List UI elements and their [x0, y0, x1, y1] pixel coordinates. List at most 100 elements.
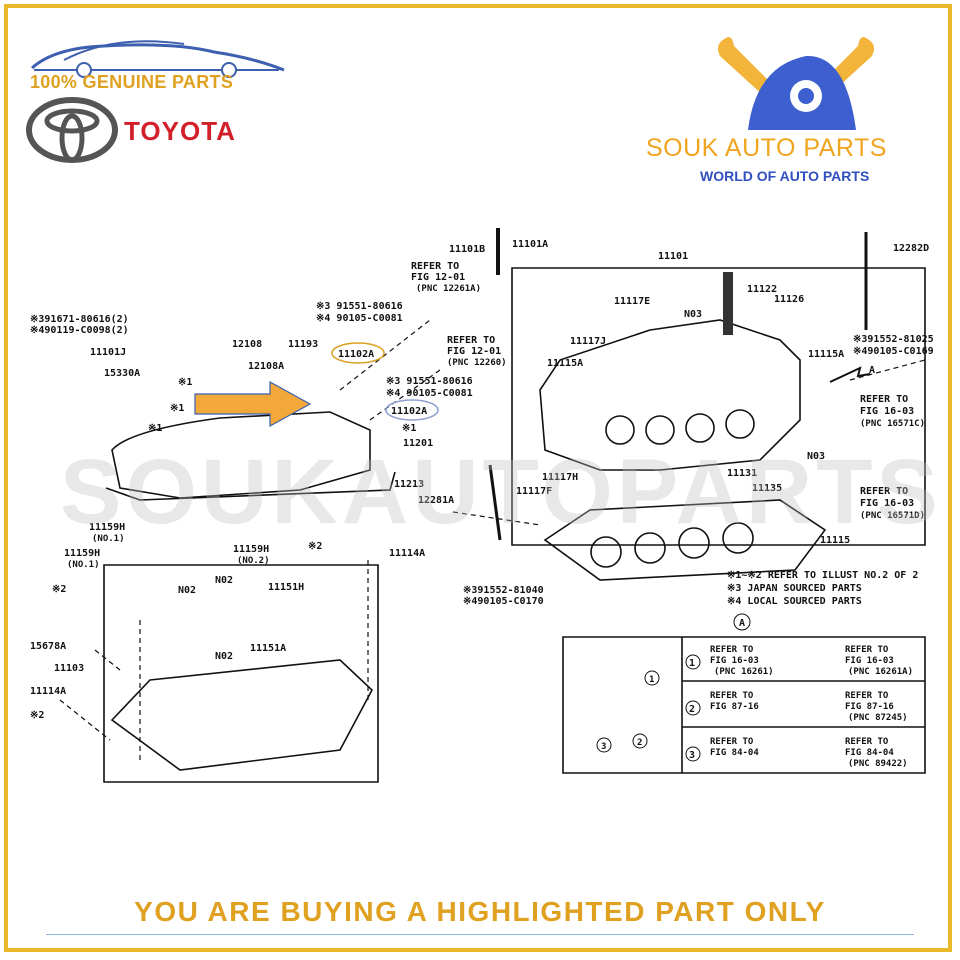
gold-frame [4, 4, 952, 952]
callout-n02-a: N02 [178, 585, 196, 596]
detail-row-left-line: REFER TO [710, 645, 754, 655]
callout-ref-fig12-01-b-2: FIG 12-01 [447, 346, 501, 357]
callout-p11102a-mid: 11102A [391, 406, 427, 417]
callout-p490105-c0170: ※490105-C0170 [463, 596, 544, 607]
highlight-ring-11102a-top [331, 342, 385, 364]
callout-x1-c: ※1 [148, 423, 162, 434]
callout-p11117f: 11117F [516, 486, 552, 497]
callout-p91551-80616-b: ※3 91551-80616 [386, 376, 473, 387]
cam-housing [110, 659, 373, 771]
head-gasket [543, 499, 827, 581]
valve-cover [111, 411, 371, 499]
detail-row-right-line: (PNC 87245) [848, 713, 908, 723]
detail-row-left-line: (PNC 16261) [714, 667, 774, 677]
callout-p11126: 11126 [774, 294, 804, 305]
bottom-divider [46, 934, 914, 935]
detail-row-number-ring [685, 746, 701, 762]
callout-p11159h-no1-a: 11159H [89, 522, 125, 533]
genuine-parts-tagline: 100% GENUINE PARTS [30, 72, 234, 92]
detail-row-number-ring [685, 654, 701, 670]
detail-row-left-line: REFER TO [710, 737, 754, 747]
callout-p11115a-r: 11115A [808, 349, 844, 360]
callout-p11117h: 11117H [542, 472, 578, 483]
callout-p11151h: 11151H [268, 582, 304, 593]
callout-p90105-c0081-a: ※4 90105-C0081 [316, 313, 403, 324]
toyota-emblem-icon [26, 97, 118, 163]
callout-ref-fig16-03-a-3: (PNC 16571C) [860, 419, 925, 429]
bracket-12281a [488, 464, 502, 541]
callout-ref-fig16-03-b-3: (PNC 16571D) [860, 511, 925, 521]
watermark: SOUKAUTOPARTS [60, 441, 942, 543]
callout-p11131: 11131 [727, 468, 757, 479]
callout-p12108a: 12108A [248, 361, 284, 372]
callout-no1-b: (NO.1) [67, 560, 100, 570]
callout-p11103: 11103 [54, 663, 84, 674]
callout-p15678a: 15678A [30, 641, 66, 652]
callout-p11151a: 11151A [250, 643, 286, 654]
detail-row-right-line: REFER TO [845, 645, 889, 655]
callout-p91551-80616-a: ※3 91551-80616 [316, 301, 403, 312]
detail-a-pointer [829, 366, 871, 383]
store-tagline: WORLD OF AUTO PARTS [700, 168, 870, 184]
detail-row-left-line: FIG 84-04 [710, 748, 759, 758]
callout-ref-fig16-03-a-2: FIG 16-03 [860, 406, 914, 417]
diagram-linework [103, 228, 926, 783]
detail-row-left-line: REFER TO [710, 691, 754, 701]
callout-p11117e: 11117E [614, 296, 650, 307]
callout-p490119: ※490119-C0098(2) [30, 325, 129, 336]
callout-no2: (NO.2) [237, 556, 270, 566]
souk-logo [718, 37, 874, 130]
store-name: SOUK AUTO PARTS [646, 134, 887, 162]
callout-x1-b: ※1 [170, 403, 184, 414]
inset-mark: 3 [601, 742, 606, 752]
detail-row-number: 2 [689, 704, 695, 715]
callout-ref-fig16-03-b-2: FIG 16-03 [860, 498, 914, 509]
callout-p391671: ※391671-80616(2) [30, 314, 129, 325]
callout-n02-c: N02 [215, 651, 233, 662]
toyota-wordmark: TOYOTA [124, 116, 236, 146]
leader-lines [59, 319, 926, 760]
callout-n03-top: N03 [684, 309, 702, 320]
callout-ref-fig16-03-b-1: REFER TO [860, 486, 908, 497]
detail-row-number-ring [685, 700, 701, 716]
detail-a-title: A [739, 618, 745, 629]
callout-note2: ※3 JAPAN SOURCED PARTS [727, 583, 862, 594]
callout-p12282d: 12282D [893, 243, 929, 254]
callout-p11115: 11115 [820, 535, 850, 546]
detail-row-right-line: FIG 16-03 [845, 656, 894, 666]
callout-ref-fig12-01-a-2: FIG 12-01 [411, 272, 465, 283]
callout-x1-d: ※1 [402, 423, 416, 434]
callout-ref-fig12-01-b-3: (PNC 12260) [447, 358, 507, 368]
callout-p11114a-top: 11114A [389, 548, 425, 559]
detail-row-number: 3 [689, 750, 695, 761]
callout-note3: ※4 LOCAL SOURCED PARTS [727, 596, 862, 607]
callout-p12281a: 12281A [418, 495, 454, 506]
callout-p11159h-no1-b: 11159H [64, 548, 100, 559]
detail-a-box [562, 636, 926, 774]
callout-n03-mid: N03 [807, 451, 825, 462]
callout-no1-a: (NO.1) [92, 534, 125, 544]
inset-mark: 2 [637, 738, 642, 748]
toyota-brand-block [26, 40, 285, 163]
callout-ref-fig12-01-b-1: REFER TO [447, 335, 495, 346]
inset-mark-ring [596, 737, 612, 753]
callout-p11101: 11101 [658, 251, 688, 262]
callout-p490105-c0169: ※490105-C0169 [853, 346, 934, 357]
cylinder-head-box [511, 267, 926, 546]
detail-row-right-line: (PNC 89422) [848, 759, 908, 769]
callout-p15330a: 15330A [104, 368, 140, 379]
detail-row-right-line: REFER TO [845, 737, 889, 747]
callout-circle-a: A [869, 365, 875, 376]
highlight-ring-11102a-mid [385, 399, 439, 421]
callout-p11101b: 11101B [449, 244, 485, 255]
detail-row-left-line: FIG 87-16 [710, 702, 759, 712]
callout-p391552-81040: ※391552-81040 [463, 585, 544, 596]
callout-p11115a-l: 11115A [547, 358, 583, 369]
car-silhouette-icon [30, 40, 285, 78]
callout-p391552-81025: ※391552-81025 [853, 334, 934, 345]
callout-ref-fig16-03-a-1: REFER TO [860, 394, 908, 405]
callout-note1: ※1~※2 REFER TO ILLUST NO.2 OF 2 [727, 570, 918, 581]
